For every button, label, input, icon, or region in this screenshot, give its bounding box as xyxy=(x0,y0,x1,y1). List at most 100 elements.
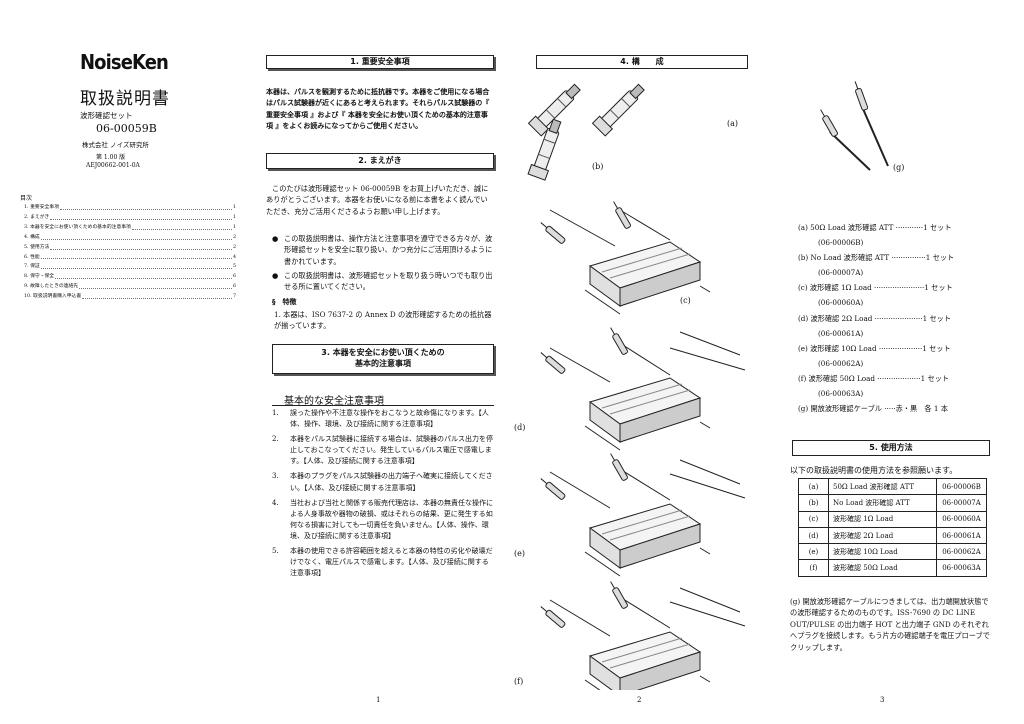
part-code: (06-00061A) xyxy=(818,328,864,338)
bullet-text: この取扱説明書は、波形確認セットを取り扱う時いつでも取り出せる所に置いてください… xyxy=(284,271,493,292)
table-cell: 06-00063A xyxy=(936,559,987,577)
safety-item: 1.誤った操作や不注意な操作をおこなうと故命傷になります。【人体、操作、環境、及… xyxy=(272,408,494,430)
toc-item: 9. 故障したときの連絡先 6 xyxy=(24,282,236,292)
section-1-header: 1. 重要安全事項 xyxy=(266,55,494,69)
safety-item-number: 3. xyxy=(272,472,279,481)
safety-item-text: 当社および当社と関係する販売代理店は、本器の無責任な操作による人身事故や器物の破… xyxy=(290,498,493,540)
safety-item-number: 4. xyxy=(272,498,279,507)
section-3-header-line2: 基本的注意事項 xyxy=(355,359,411,368)
page-number-1: 1 xyxy=(376,696,381,704)
toc-heading: 目次 xyxy=(20,195,33,202)
usage-intro: 以下の取扱説明書の使用方法を参照願います。 xyxy=(790,466,958,475)
load-1ohm-image xyxy=(538,199,711,315)
att-50ohm-image-2 xyxy=(592,80,649,137)
table-cell: (a) xyxy=(798,477,829,496)
safety-item: 5.本器の使用できる許容範囲を超えると本器の特性の劣化や破壊だけでなく、電圧パル… xyxy=(272,546,494,579)
part-code: (06-00063A) xyxy=(818,389,864,399)
parts-list: (a) 50Ω Load 波形確認 ATT ············1 セット(… xyxy=(798,220,998,416)
part-code: (06-00007A) xyxy=(818,268,864,278)
toc-item-page: 6 xyxy=(232,274,236,280)
part-code: (06-00060A) xyxy=(818,298,864,308)
cable-usage-note: (g) 開放波形確認ケーブルにつきましては、出力端開放状態での波形確認するための… xyxy=(790,597,990,652)
toc-item-page: 6 xyxy=(232,284,236,290)
bullet-mark: ● xyxy=(272,271,279,280)
toc-leader xyxy=(40,233,232,240)
toc-leader xyxy=(131,223,232,230)
noiseken-logo: NoiseKen xyxy=(80,50,169,74)
section-3-header-line1: 3. 本器を安全にお使い頂くための xyxy=(321,348,445,357)
toc-item-page: 1 xyxy=(232,205,236,210)
load-50ohm-image xyxy=(538,579,746,690)
safety-item-text: 本器の使用できる許容範囲を超えると本器の特性の劣化や破壊だけでなく、電圧パルスで… xyxy=(290,547,493,578)
toc-item-title: 2. まえがき xyxy=(24,214,50,220)
section-2-intro: このたびは波形確認セット 06-00059B をお買上げいただき、誠にありがとう… xyxy=(266,184,489,216)
label-f: (f) xyxy=(514,677,524,686)
feature-item: 1. 本器は、ISO 7637-2 の Annex D の波形確認するための抵抗… xyxy=(274,310,492,331)
toc-item-title: 5. 使用方法 xyxy=(24,244,50,250)
table-cell: 波形確認 10Ω Load xyxy=(828,543,937,561)
toc-item-title: 3. 本器を安全にお使い頂くための基本的注意事項 xyxy=(24,224,131,230)
toc-item: 4. 構成 2 xyxy=(24,233,236,243)
part-item: (f) 波形確認 50Ω Load ···················1 セ… xyxy=(798,373,950,383)
open-cable-image xyxy=(817,79,889,171)
bullet-item: ● この取扱説明書は、操作方法と注意事項を遵守できる方々が、波形確認セットを安全… xyxy=(272,233,498,267)
toc-leader xyxy=(40,253,232,260)
toc-leader xyxy=(82,292,232,300)
safety-item-text: 本器のプラグをパルス試験器の出力端子へ確実に接続してください。【人体、及び接続に… xyxy=(290,472,493,492)
bullet-text: この取扱説明書は、操作方法と注意事項を遵守できる方々が、波形確認セットを安全に取… xyxy=(284,234,493,266)
toc-item-page: 2 xyxy=(232,234,236,240)
section-4-header: 4. 構 成 xyxy=(536,55,748,69)
toc-leader xyxy=(50,213,232,220)
table-cell: (e) xyxy=(798,543,829,561)
table-cell: 波形確認 50Ω Load xyxy=(828,559,937,577)
part-code: (06-00006B) xyxy=(818,238,864,248)
section-3-header: 3. 本器を安全にお使い頂くための 基本的注意事項 xyxy=(272,344,494,374)
safety-item-text: 誤った操作や不注意な操作をおこなうと故命傷になります。【人体、操作、環境、及び接… xyxy=(290,409,489,429)
part-item: (e) 波形確認 10Ω Load ···················1 セ… xyxy=(798,343,951,353)
toc-item: 3. 本器を安全にお使い頂くための基本的注意事項 1 xyxy=(24,223,236,233)
toc-item-title: 10. 取扱説明書購入申込書 xyxy=(24,294,82,300)
toc-item: 1. 重要安全事項 1 xyxy=(24,203,236,213)
toc-item-title: 4. 構成 xyxy=(24,234,40,240)
toc-leader xyxy=(40,262,232,270)
label-e: (e) xyxy=(514,549,525,558)
part-item: (c) 波形確認 1Ω Load ······················1… xyxy=(798,283,953,293)
part-item-cable: (g) 開放波形確認ケーブル ·····赤・黒 各 1 本 xyxy=(798,404,948,414)
safety-item-number: 2. xyxy=(272,435,279,444)
label-g: (g) xyxy=(893,163,905,172)
component-illustrations xyxy=(527,79,889,690)
section-5-header: 5. 使用方法 xyxy=(792,440,990,456)
toc-item-title: 6. 性能 xyxy=(24,254,40,260)
toc-item-page: 1 xyxy=(232,224,236,230)
safety-item-text: 本器をパルス試験器に接続する場合は、試験器のパルス出力を停止しておこなってくださ… xyxy=(290,435,493,466)
label-c: (c) xyxy=(680,296,691,305)
toc-item-title: 9. 故障したときの連絡先 xyxy=(24,284,79,290)
table-cell: 波形確認 2Ω Load xyxy=(828,526,937,545)
version-label: 第 1.00 版 xyxy=(96,154,126,161)
safety-list: 1.誤った操作や不注意な操作をおこなうと故命傷になります。【人体、操作、環境、及… xyxy=(272,408,494,583)
table-cell: 06-00007A xyxy=(936,494,987,512)
feature-heading: § 特徴 xyxy=(272,298,297,306)
company-name: 株式会社 ノイズ研究所 xyxy=(82,141,149,149)
label-a: (a) xyxy=(727,119,739,128)
section-1-body: 本器は、パルスを観測するために抵抗器です。本器をご使用になる場合はパルス試験器が… xyxy=(266,88,490,130)
page-number-2: 2 xyxy=(637,696,642,704)
toc-leader xyxy=(59,203,232,210)
toc-item-title: 7. 保証 xyxy=(24,264,40,270)
bullet-mark: ● xyxy=(272,234,279,243)
table-cell: No Load 波形確認 ATT xyxy=(828,494,937,512)
subheading-rule xyxy=(272,405,494,406)
toc-item-title: 1. 重要安全事項 xyxy=(24,205,59,210)
document-number: AEJ00662-001-0A xyxy=(86,162,140,169)
